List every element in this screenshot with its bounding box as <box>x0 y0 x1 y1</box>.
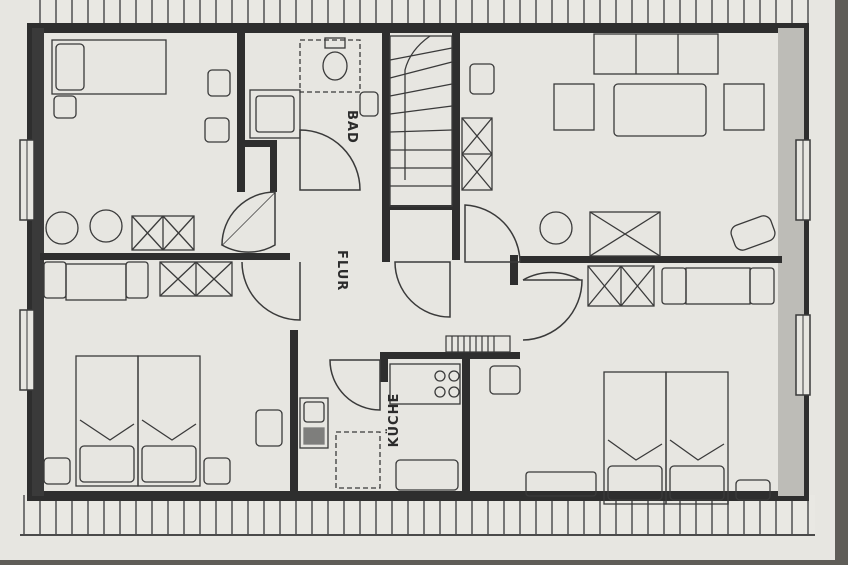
kitchen <box>299 363 461 491</box>
stove-icon <box>389 363 461 405</box>
stairs-icon <box>389 35 453 207</box>
paper <box>0 0 835 560</box>
room-middle-left <box>43 261 233 301</box>
sink-icon <box>469 63 495 95</box>
chair-icon <box>723 83 765 131</box>
bedroom-bottom-right <box>489 365 771 505</box>
bathroom-fixtures <box>249 37 379 139</box>
living-room-top-right <box>461 33 776 257</box>
sink-icon <box>299 397 329 449</box>
roof-rafters-top <box>30 0 810 26</box>
room-label-bad: BAD <box>344 110 359 144</box>
table-icon <box>613 83 707 137</box>
bedroom-top-left <box>45 39 231 251</box>
chair-icon <box>553 83 595 131</box>
sink-icon <box>489 365 521 395</box>
bed-icon <box>665 371 729 505</box>
sofa-icon <box>593 33 719 75</box>
room-label-kueche: KÜCHE <box>386 393 402 448</box>
bed-icon <box>137 355 201 487</box>
cabinet-icon <box>589 211 661 257</box>
room-label-flur: FLUR <box>334 250 349 291</box>
sink-icon <box>359 91 379 117</box>
bed-icon <box>51 39 167 95</box>
door-swing-icon <box>220 129 583 411</box>
bedroom-bottom-left <box>43 355 283 487</box>
interior-walls <box>40 32 782 496</box>
roof-rafters-bottom <box>20 495 815 535</box>
sink-icon <box>255 409 283 447</box>
window-right <box>795 139 811 396</box>
shower-icon <box>249 89 301 139</box>
room-middle-right <box>587 265 775 307</box>
sink-icon <box>207 69 231 97</box>
window-left <box>19 139 35 391</box>
radiator-icon <box>445 335 511 353</box>
toilet-icon <box>322 51 348 81</box>
table-icon <box>335 431 381 489</box>
